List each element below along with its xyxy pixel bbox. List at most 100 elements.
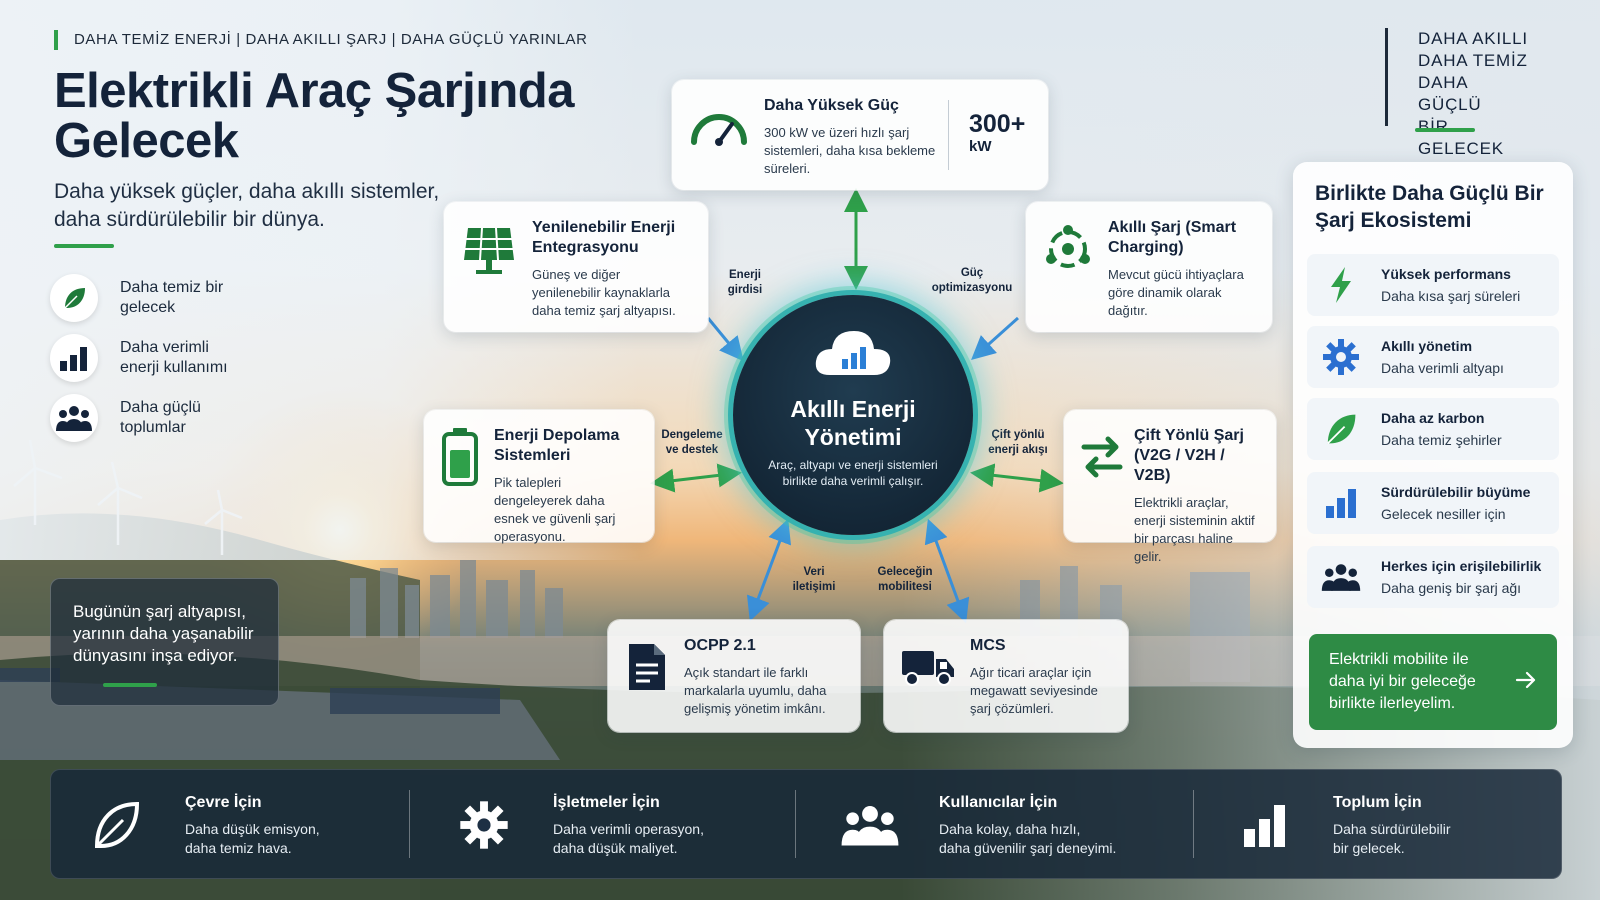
power-unit: kW: [969, 138, 992, 155]
card-bidirectional: Çift Yönlü Şarj (V2G / V2H / V2B) Elektr…: [1064, 410, 1276, 564]
motto-line: DAHA AKILLI: [1418, 29, 1528, 48]
flow-label-data: Veri iletişimi: [792, 566, 836, 593]
people-icon: [1315, 546, 1367, 608]
ecosystem-item: Sürdürülebilir büyüme Gelecek nesiller i…: [1307, 472, 1559, 534]
bottom-segment-business: İşletmeler İçin Daha verimli operasyon, …: [449, 770, 704, 880]
lightning-icon: [1315, 254, 1367, 316]
ecosystem-item-desc: Daha verimli altyapı: [1381, 360, 1504, 376]
bottom-benefits-bar: Çevre İçin Daha düşük emisyon, daha temi…: [50, 769, 1562, 879]
truck-icon: [900, 636, 956, 698]
ecosystem-item-title: Sürdürülebilir büyüme: [1381, 484, 1531, 500]
bottom-desc: Daha düşük emisyon,: [185, 821, 320, 837]
people-icon: [835, 801, 905, 849]
page-subtitle: Daha yüksek güçler, daha akıllı sistemle…: [54, 180, 440, 231]
gear-icon: [1315, 326, 1367, 388]
smart-network-icon: [1042, 218, 1094, 280]
benefit-item: Daha verimli enerji kullanımı: [50, 334, 250, 382]
hub-description: Araç, altyapı ve enerji sistemleri birli…: [768, 458, 938, 488]
leaf-icon: [1315, 398, 1367, 460]
card-title: Akıllı Şarj (Smart Charging): [1108, 219, 1237, 256]
arrow-right-icon: [1515, 670, 1537, 697]
cta-text: Elektrikli mobilite ile daha iyi bir gel…: [1329, 651, 1476, 712]
card-mcs: MCS Ağır ticari araçlar için megawatt se…: [884, 620, 1128, 732]
tagline: DAHA TEMİZ ENERJİ | DAHA AKILLI ŞARJ | D…: [54, 30, 588, 50]
card-power: Daha Yüksek Güç 300 kW ve üzeri hızlı şa…: [672, 80, 1048, 190]
speedometer-icon: [688, 96, 750, 158]
motto-accent-rule: [1415, 128, 1475, 132]
bottom-segment-users: Kullanıcılar İçin Daha kolay, daha hızlı…: [835, 770, 1116, 880]
cloud-chart-icon: [812, 325, 894, 386]
ecosystem-item-title: Herkes için erişilebilirlik: [1381, 558, 1542, 574]
leaf-icon: [50, 274, 98, 322]
solar-panel-icon: [460, 218, 518, 280]
motto-line: DAHA TEMİZ: [1418, 51, 1528, 70]
bottom-desc: daha güvenilir şarj deneyimi.: [939, 840, 1117, 856]
quote-accent-rule: [103, 683, 157, 687]
ecosystem-item: Daha az karbon Daha temiz şehirler: [1307, 398, 1559, 460]
motto: DAHA AKILLI DAHA TEMİZ DAHA GÜÇLÜ BİR GE…: [1385, 28, 1535, 158]
card-renewable: Yenilenebilir Enerji Entegrasyonu Güneş …: [444, 202, 708, 332]
page-title: Elektrikli Araç Şarjında Gelecek: [54, 64, 575, 168]
flow-label-bidirectional: Çift yönlü enerji akışı: [988, 429, 1048, 456]
leaf-icon: [81, 798, 151, 852]
arrow-smart: [971, 316, 1020, 361]
card-title: MCS: [970, 637, 1006, 654]
benefit-item: Daha temiz bir gelecek: [50, 274, 250, 322]
card-title: Daha Yüksek Güç: [764, 97, 899, 114]
quote-text: Bugünün şarj altyapısı, yarının daha yaş…: [73, 602, 254, 665]
gear-icon: [449, 800, 519, 850]
bidirectional-arrows-icon: [1080, 426, 1124, 488]
ecosystem-item-desc: Daha geniş bir şarj ağı: [1381, 580, 1522, 596]
battery-icon: [440, 426, 480, 488]
hub-title: Akıllı Enerji Yönetimi: [790, 396, 916, 450]
ecosystem-item-desc: Gelecek nesiller için: [1381, 506, 1506, 522]
bottom-title: İşletmeler İçin: [553, 794, 660, 811]
benefit-item: Daha güçlü toplumlar: [50, 394, 250, 442]
bottom-desc: Daha sürdürülebilir: [1333, 821, 1451, 837]
bottom-title: Çevre İçin: [185, 794, 262, 811]
flow-label-power-opt: Güç optimizasyonu: [931, 267, 1013, 294]
cta-button[interactable]: Elektrikli mobilite ile daha iyi bir gel…: [1309, 634, 1557, 730]
bottom-segment-environment: Çevre İçin Daha düşük emisyon, daha temi…: [81, 770, 320, 880]
arrow-renewable: [706, 317, 744, 362]
bottom-title: Kullanıcılar İçin: [939, 794, 1058, 811]
people-icon: [50, 394, 98, 442]
bar-chart-icon: [1229, 801, 1299, 849]
card-description: Güneş ve diğer yenilenebilir kaynaklarla…: [532, 267, 676, 318]
ecosystem-item: Yüksek performans Daha kısa şarj süreler…: [1307, 254, 1559, 316]
bottom-title: Toplum İçin: [1333, 794, 1422, 811]
ecosystem-item-title: Daha az karbon: [1381, 410, 1485, 426]
card-title: Yenilenebilir Enerji Entegrasyonu: [532, 219, 676, 256]
ecosystem-title: Birlikte Daha Güçlü Bir Şarj Ekosistemi: [1315, 182, 1544, 232]
flow-label-balance: Dengeleme ve destek: [661, 429, 723, 456]
motto-line: DAHA GÜÇLÜ: [1418, 73, 1482, 114]
card-description: Pik talepleri dengeleyerek daha esnek ve…: [494, 475, 616, 544]
bottom-divider: [409, 790, 410, 858]
ecosystem-item-title: Yüksek performans: [1381, 266, 1511, 282]
arrow-ocpp: [746, 518, 792, 622]
arrow-mcs: [924, 518, 970, 624]
bottom-desc: daha düşük maliyet.: [553, 840, 678, 856]
card-description: Ağır ticari araçlar için megawatt seviye…: [970, 665, 1098, 716]
card-storage: Enerji Depolama Sistemleri Pik talepleri…: [424, 410, 654, 544]
flow-label-energy-input: Enerji girdisi: [727, 269, 763, 296]
ecosystem-item: Akıllı yönetim Daha verimli altyapı: [1307, 326, 1559, 388]
power-divider: [948, 100, 949, 170]
benefit-label: Daha güçlü toplumlar: [120, 399, 201, 436]
quote-box: Bugünün şarj altyapısı, yarının daha yaş…: [50, 578, 279, 706]
power-value: 300+: [969, 110, 1026, 138]
flow-label-future: Geleceğin mobilitesi: [877, 566, 933, 593]
bottom-desc: Daha verimli operasyon,: [553, 821, 704, 837]
card-description: Elektrikli araçlar, enerji sisteminin ak…: [1134, 495, 1255, 564]
arrow-bidirectional: [970, 463, 1064, 493]
card-title: Enerji Depolama Sistemleri: [494, 427, 620, 464]
bar-chart-icon: [1315, 472, 1367, 534]
card-title: Çift Yönlü Şarj (V2G / V2H / V2B): [1134, 427, 1244, 484]
benefit-label: Daha temiz bir gelecek: [120, 279, 224, 316]
bar-chart-icon: [50, 334, 98, 382]
card-description: Mevcut gücü ihtiyaçlara göre dinamik ola…: [1108, 267, 1244, 318]
bottom-desc: daha temiz hava.: [185, 840, 292, 856]
card-description: 300 kW ve üzeri hızlı şarj sistemleri, d…: [764, 125, 936, 176]
benefit-label: Daha verimli enerji kullanımı: [120, 339, 228, 376]
ecosystem-item: Herkes için erişilebilirlik Daha geniş b…: [1307, 546, 1559, 608]
